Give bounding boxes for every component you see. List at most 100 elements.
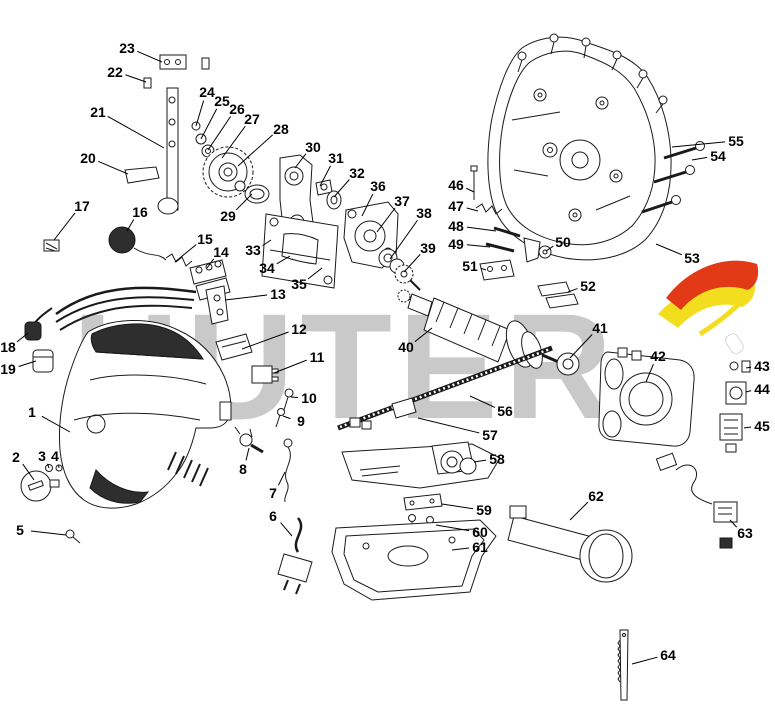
screw-10-icon: [283, 388, 294, 411]
callout-label-41: 41: [592, 320, 608, 336]
callout-label-47: 47: [448, 198, 464, 214]
callout-line-55: [671, 141, 726, 148]
housing-screws: [517, 33, 705, 214]
callout-label-36: 36: [370, 178, 386, 194]
support-plates-drawing: [261, 154, 342, 289]
callout-line-39: [403, 254, 421, 273]
callout-line-3: [47, 463, 50, 469]
callout-line-25: [200, 108, 218, 140]
callout-label-39: 39: [420, 240, 436, 256]
callout-label-48: 48: [448, 218, 464, 234]
callout-label-61: 61: [472, 539, 488, 555]
callout-line-10: [290, 396, 299, 398]
callout-line-60: [435, 524, 470, 532]
bracket-13: [205, 285, 229, 325]
callout-line-21: [107, 115, 165, 149]
screw-22: [143, 77, 152, 89]
plunger-assembly-drawing: [124, 54, 270, 215]
oring-29: [244, 184, 270, 204]
wire-7: [284, 446, 291, 503]
callout-label-43: 43: [754, 358, 770, 374]
coil-16: [108, 226, 136, 254]
callout-label-55: 55: [728, 133, 744, 149]
capacitor-19: [32, 349, 54, 373]
carbon-brush-63: [713, 501, 738, 523]
armature-gear-tip: [397, 289, 411, 303]
callout-label-4: 4: [51, 448, 59, 464]
callout-line-1: [41, 415, 71, 433]
callout-line-57: [417, 417, 480, 434]
grip-shading: [90, 323, 204, 360]
logo-red-swoosh: [666, 260, 759, 310]
wiring-drawing: [24, 226, 231, 373]
callout-line-38: [389, 219, 418, 260]
callout-label-50: 50: [555, 234, 571, 250]
callout-label-31: 31: [328, 150, 344, 166]
callout-label-49: 49: [448, 236, 464, 252]
blade-clamp-23: [159, 54, 187, 70]
callout-label-54: 54: [710, 148, 726, 164]
contact-52a: [537, 281, 571, 297]
plate-59: [403, 493, 443, 511]
callout-label-5: 5: [16, 522, 24, 538]
callout-label-51: 51: [462, 258, 478, 274]
callout-line-47: [466, 207, 479, 212]
nose-roller: [219, 401, 232, 421]
callout-line-51: [480, 267, 487, 271]
callout-line-16: [126, 219, 135, 232]
screw-small: [201, 57, 210, 70]
lever-20: [124, 166, 160, 184]
callout-line-63: [729, 519, 738, 528]
callout-label-3: 3: [38, 448, 46, 464]
screw-9-icon: [275, 408, 285, 428]
callout-label-9: 9: [297, 413, 305, 429]
callout-line-49: [466, 244, 491, 248]
connector-63: [655, 452, 678, 472]
callout-line-54: [691, 156, 708, 161]
callout-line-26: [207, 116, 232, 151]
base-plate-drawing: [331, 345, 553, 601]
callout-line-6: [280, 522, 293, 537]
screw-icon: [517, 33, 668, 114]
front-small-parts-drawing: [215, 333, 313, 595]
callout-label-35: 35: [291, 276, 307, 292]
callout-label-11: 11: [310, 349, 325, 365]
guide-roller-8: [239, 433, 253, 447]
rod-48: [493, 226, 521, 238]
callout-label-24: 24: [199, 84, 215, 100]
callout-line-48: [466, 226, 497, 232]
callout-label-38: 38: [416, 205, 432, 221]
callout-line-58: [473, 459, 487, 463]
clamp-57: [391, 397, 417, 419]
callout-label-53: 53: [684, 250, 700, 266]
callout-label-44: 44: [754, 381, 770, 397]
brush-wire-63: [675, 464, 713, 505]
switch-parts-drawing: [470, 165, 579, 309]
callout-label-40: 40: [398, 339, 414, 355]
power-plug: [277, 553, 313, 583]
callout-line-61: [451, 547, 470, 551]
callout-label-8: 8: [239, 461, 247, 477]
callout-label-1: 1: [28, 404, 36, 420]
callout-label-22: 22: [107, 64, 123, 80]
callout-label-63: 63: [737, 525, 753, 541]
callout-line-33: [262, 239, 272, 247]
logo-yellow-swoosh: [658, 279, 755, 328]
callout-label-13: 13: [270, 286, 286, 302]
spring-47: [475, 203, 503, 215]
screw-54-55-icons: [641, 141, 705, 214]
capacitor-12: [215, 333, 253, 361]
callout-line-9: [282, 415, 291, 420]
callout-line-32: [333, 179, 350, 198]
callout-label-30: 30: [305, 139, 321, 155]
callout-line-35: [307, 267, 323, 280]
callout-label-18: 18: [0, 339, 16, 355]
callout-label-2: 2: [12, 449, 20, 465]
brush-holder-44: [725, 381, 747, 405]
callout-line-29: [235, 193, 253, 211]
stator-drawing: [598, 347, 695, 447]
brush-holder-45: [719, 413, 743, 441]
callout-line-17: [53, 212, 76, 241]
plunger-rod-21: [166, 87, 179, 211]
